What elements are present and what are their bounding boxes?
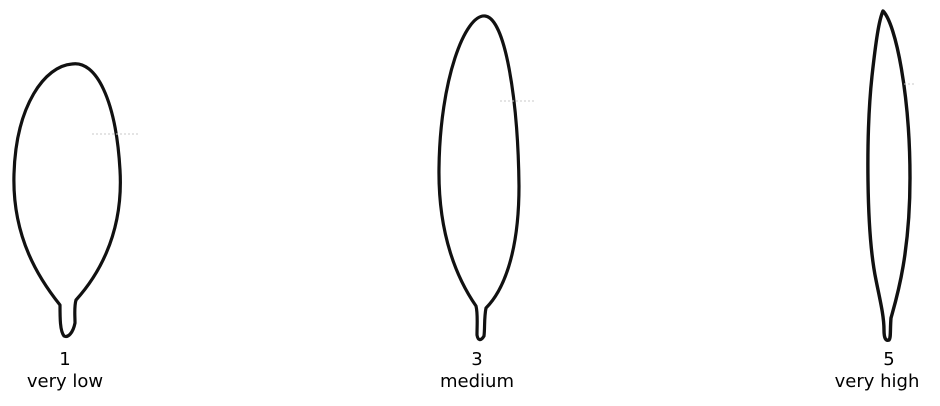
scale-number-3: 3 <box>471 349 482 371</box>
leaf-outline-very-high <box>868 11 910 340</box>
scale-number-5: 5 <box>883 349 894 371</box>
scale-label-very-high: very high <box>835 371 920 393</box>
scale-label-very-low: very low <box>27 371 103 393</box>
scale-label-medium: medium <box>440 371 514 393</box>
leaf-outline-very-low <box>14 64 120 337</box>
leaf-outline-medium <box>439 16 519 340</box>
scale-number-1: 1 <box>59 349 70 371</box>
